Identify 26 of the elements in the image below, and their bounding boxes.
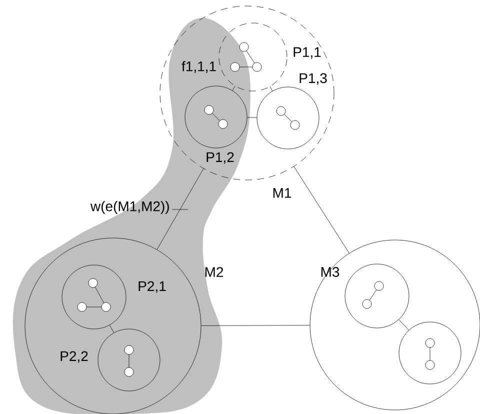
- node-label: P2,2: [60, 351, 88, 363]
- circle: [256, 86, 320, 150]
- node-label: P1,2: [206, 152, 234, 164]
- node-label: M1: [273, 188, 292, 198]
- node-label: P1,1: [294, 47, 321, 59]
- edge-label: w(e(M1,M2)): [90, 200, 169, 214]
- connector-line: [156, 168, 204, 250]
- dashed-circle: [218, 22, 288, 92]
- connector-line: [294, 166, 350, 254]
- dashed-circle: [160, 6, 334, 180]
- node-label: P1,3: [300, 73, 327, 85]
- circle: [184, 86, 248, 148]
- graph-label: f1,1,1: [182, 61, 216, 73]
- connector-line: [109, 324, 114, 333]
- circle: [344, 264, 410, 328]
- connector-line: [247, 117, 257, 118]
- connector-line: [232, 86, 236, 91]
- connector-line: [270, 86, 273, 92]
- circle: [398, 322, 462, 384]
- node-label: M2: [205, 267, 224, 277]
- connector-line: [201, 325, 310, 326]
- circle: [62, 264, 126, 330]
- node-label: P2,1: [138, 281, 166, 293]
- circle: [98, 328, 160, 392]
- connector-line: [398, 319, 409, 330]
- node-label: M3: [321, 267, 340, 277]
